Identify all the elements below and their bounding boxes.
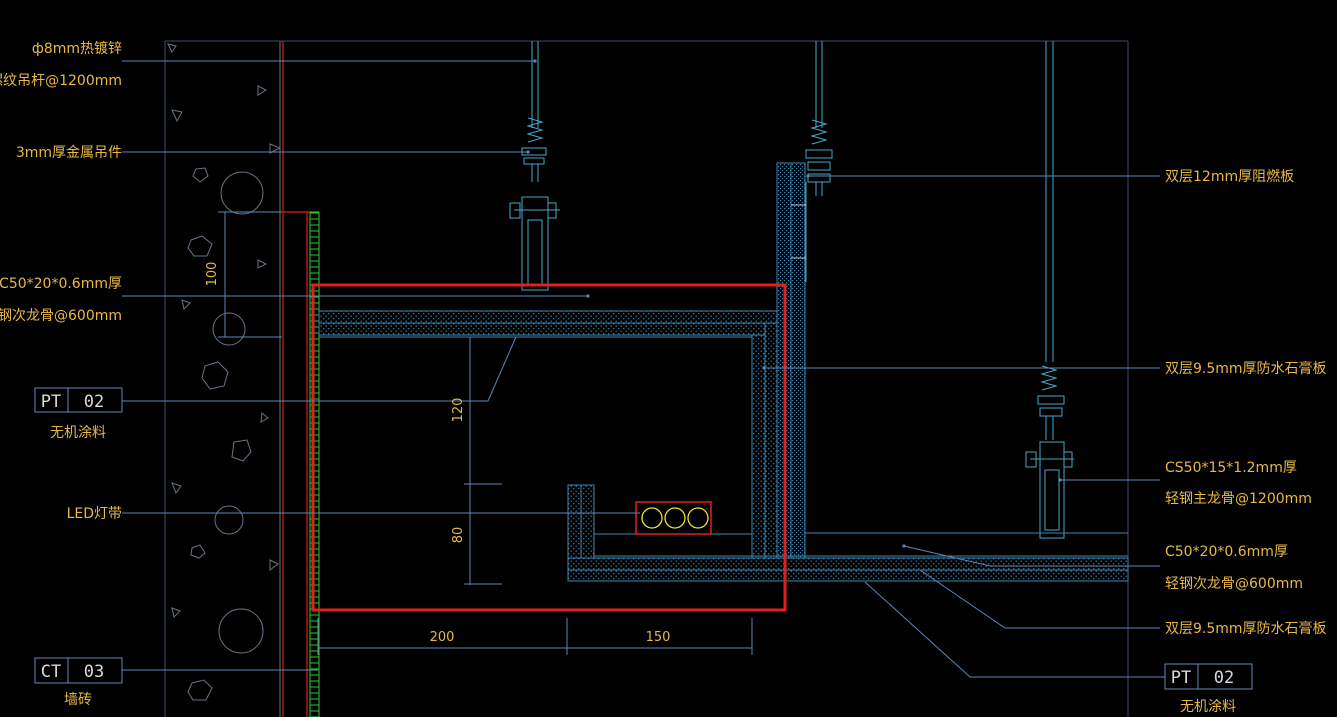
highlight-box <box>311 283 787 612</box>
hanger-center <box>805 41 833 282</box>
label-hanger-rod-line2: 全螺纹吊杆@1200mm <box>0 72 122 89</box>
tag-name: 无机涂料 <box>1180 699 1236 715</box>
label-hanger-clip: 3mm厚金属吊件 <box>16 145 122 161</box>
leader-lines <box>122 60 1165 678</box>
cove-boards <box>318 310 1129 582</box>
dim-150: 150 <box>646 630 671 645</box>
tag-pt02-right: PT 02 无机涂料 <box>1164 663 1253 715</box>
dim-200: 200 <box>430 630 455 645</box>
tag-number: 02 <box>1214 668 1234 688</box>
dimension-lines <box>218 211 753 655</box>
tag-name: 无机涂料 <box>50 425 106 441</box>
label-main-keel-line1: CS50*15*1.2mm厚 <box>1165 460 1297 476</box>
label-gypsum-95-a: 双层9.5mm厚防水石膏板 <box>1165 360 1327 377</box>
dim-120: 120 <box>451 398 466 423</box>
drawing-frame <box>164 40 1129 717</box>
led-strip <box>635 501 712 535</box>
label-sub-keel-right-line2: 轻钢次龙骨@600mm <box>1165 576 1303 592</box>
tag-code: PT <box>41 392 61 412</box>
dim-100: 100 <box>205 262 220 287</box>
wall-finish-lines <box>282 41 310 717</box>
dim-80: 80 <box>451 527 466 544</box>
label-gypsum-95-b: 双层9.5mm厚防水石膏板 <box>1165 620 1327 637</box>
tag-code: PT <box>1171 668 1191 688</box>
label-board-12mm: 双层12mm厚阻燃板 <box>1165 168 1294 185</box>
tag-number: 03 <box>84 662 104 682</box>
label-sub-keel-right-line1: C50*20*0.6mm厚 <box>1165 544 1288 560</box>
label-sub-keel-left-line1: C50*20*0.6mm厚 <box>0 276 122 292</box>
tag-code: CT <box>41 662 61 682</box>
label-led: LED灯带 <box>67 506 122 522</box>
hanger-left <box>509 41 560 291</box>
tag-name: 墙砖 <box>64 692 92 708</box>
tag-ct03: CT 03 墙砖 <box>34 657 123 708</box>
label-main-keel-line2: 轻钢主龙骨@1200mm <box>1165 491 1312 507</box>
label-sub-keel-left-line2: 轻钢次龙骨@600mm <box>0 308 122 324</box>
tag-pt02-left: PT 02 无机涂料 <box>34 387 123 441</box>
label-hanger-rod-line1: ф8mm热镀锌 <box>32 40 122 57</box>
concrete-wall <box>167 41 282 717</box>
hanger-right <box>1025 41 1074 539</box>
tag-number: 02 <box>84 392 104 412</box>
